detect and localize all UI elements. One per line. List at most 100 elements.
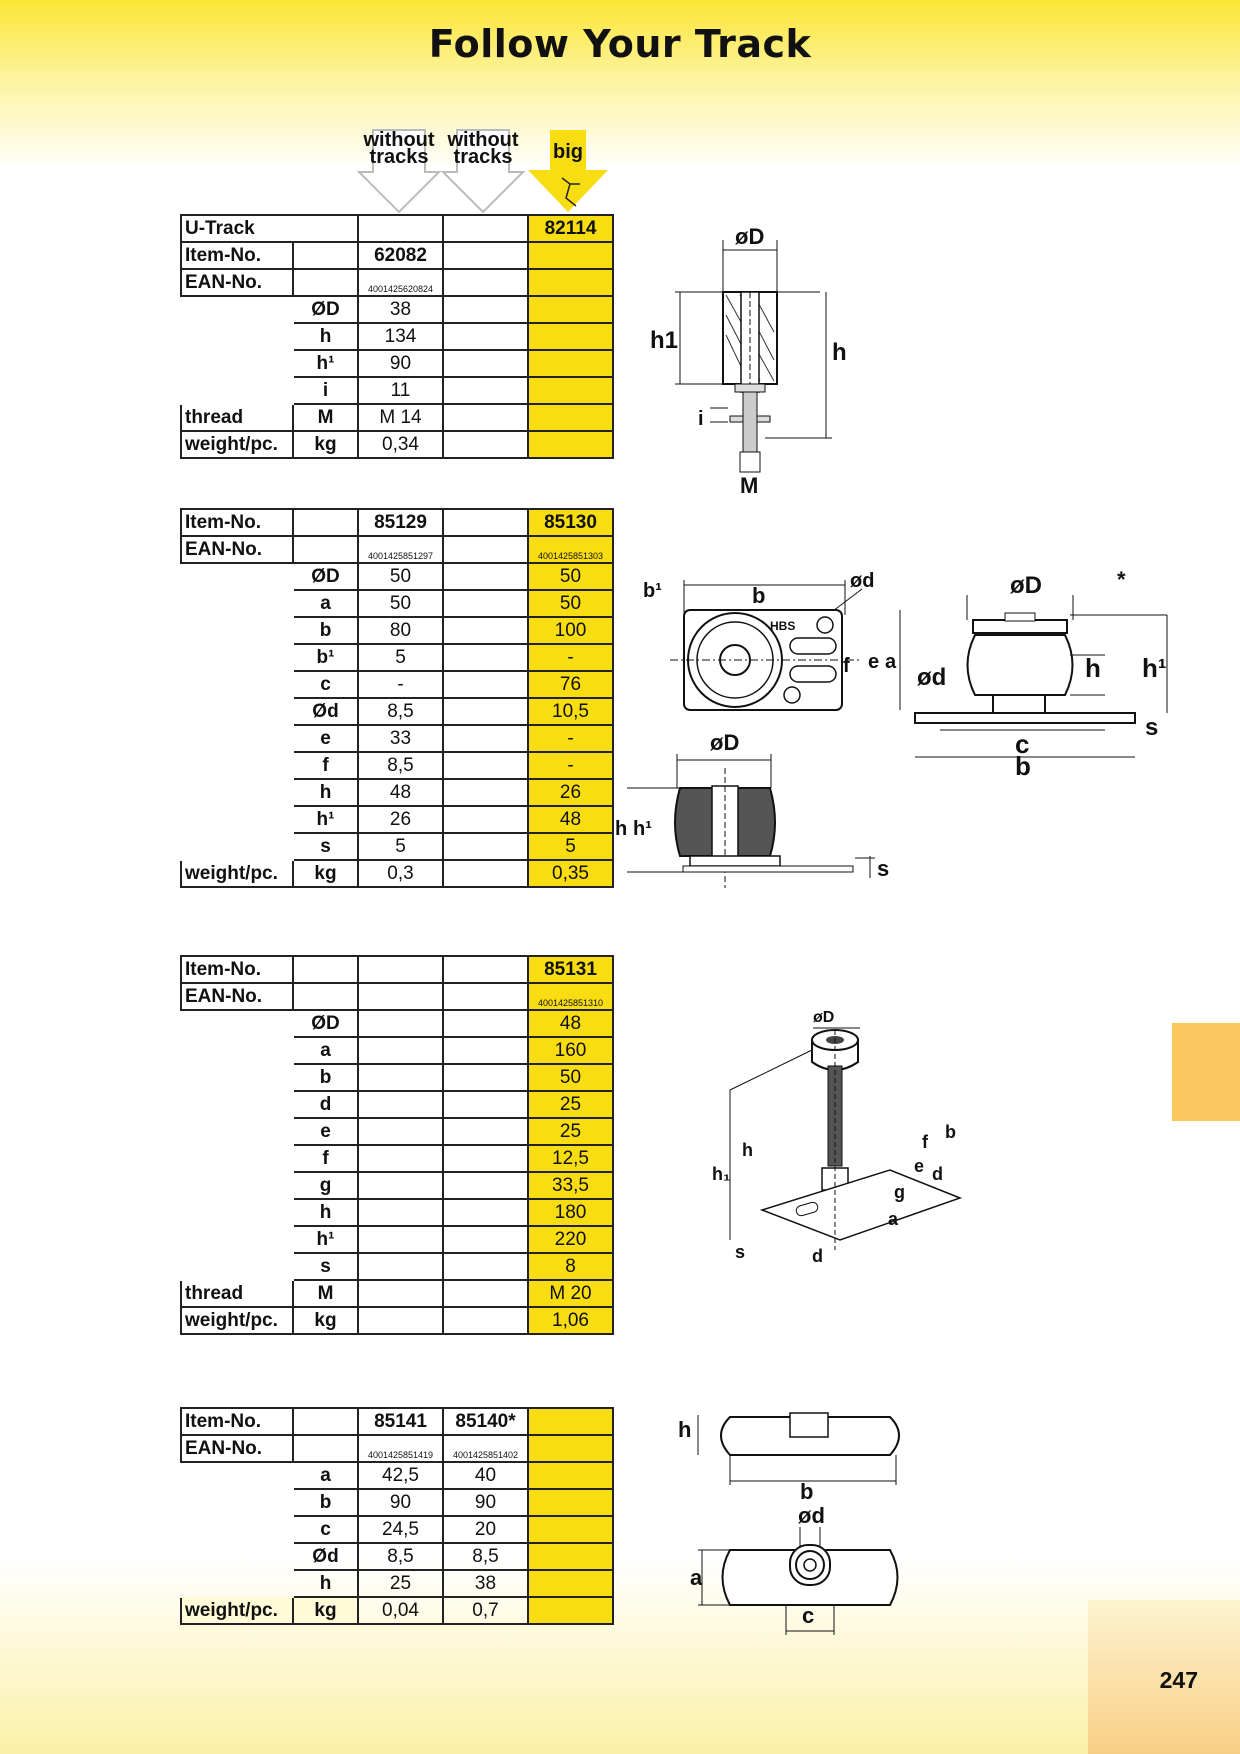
cell-value: 5 [357, 643, 444, 672]
cell-value: 12,5 [527, 1144, 614, 1173]
row-unit: h¹ [292, 805, 359, 834]
row-unit [292, 508, 359, 537]
column-header-label: without [363, 129, 435, 151]
dimension-label: øD [735, 224, 764, 249]
dimension-label: øD [710, 730, 739, 755]
row-label [181, 1145, 293, 1172]
cell-value [442, 724, 529, 753]
cell-value [357, 1279, 444, 1308]
cell-value [442, 643, 529, 672]
row-label [181, 1118, 293, 1145]
table-row: Item-No.62082 [180, 241, 614, 270]
dimension-label: e [868, 651, 879, 673]
row-unit: b [292, 1063, 359, 1092]
dimension-label: e [914, 1156, 924, 1176]
cell-value: 0,3 [357, 859, 444, 888]
cell-value [527, 1407, 614, 1436]
cell-value [442, 508, 529, 537]
row-label: weight/pc. [180, 859, 294, 888]
dimension-label: d [932, 1164, 943, 1184]
small-foot-drawing: h b ød a c [678, 1412, 900, 1635]
cell-value: 38 [442, 1569, 529, 1598]
row-unit: h¹ [292, 1225, 359, 1254]
cell-value [527, 1596, 614, 1625]
cell-value [527, 430, 614, 459]
dimension-label: s [1145, 714, 1158, 741]
row-label: EAN-No. [180, 1434, 294, 1463]
cell-value: M 20 [527, 1279, 614, 1308]
row-label [181, 1253, 293, 1280]
cell-value: 180 [527, 1198, 614, 1227]
row-unit: b¹ [292, 643, 359, 672]
cell-value [442, 241, 529, 270]
dimension-label: h [678, 1417, 691, 1442]
cell-value: 82114 [527, 214, 614, 243]
row-unit: Ød [292, 697, 359, 726]
column-header-label: without [447, 129, 519, 151]
row-unit: kg [292, 859, 359, 888]
row-unit: Ød [292, 1542, 359, 1571]
row-label [181, 296, 293, 323]
row-unit: c [292, 670, 359, 699]
cell-value [442, 322, 529, 351]
column-header-label: big [553, 141, 583, 163]
cell-value: 90 [357, 1488, 444, 1517]
row-unit [292, 955, 359, 984]
cell-value: 5 [527, 832, 614, 861]
row-unit: h [292, 778, 359, 807]
row-label [181, 698, 293, 725]
cell-value [442, 1009, 529, 1038]
cell-value [442, 670, 529, 699]
cell-value [527, 322, 614, 351]
cell-value: 25 [527, 1090, 614, 1119]
dimension-label: f [843, 655, 850, 677]
dimension-label: b¹ [643, 580, 662, 602]
row-unit: d [292, 1090, 359, 1119]
row-unit: h [292, 322, 359, 351]
cell-value [442, 1279, 529, 1308]
cell-value [442, 778, 529, 807]
dimension-label: s [735, 1242, 745, 1262]
row-unit [292, 535, 359, 564]
cell-value: 85131 [527, 955, 614, 984]
row-label [181, 752, 293, 779]
row-unit: e [292, 1117, 359, 1146]
dimension-label: b [945, 1122, 956, 1142]
cell-value: 8,5 [357, 697, 444, 726]
cell-value [442, 1144, 529, 1173]
cell-value [527, 1488, 614, 1517]
dimension-label: h [615, 818, 627, 840]
cell-value: 24,5 [357, 1515, 444, 1544]
cell-value: 50 [357, 589, 444, 618]
cell-value [357, 1225, 444, 1254]
row-unit: i [292, 376, 359, 405]
cell-value [357, 1036, 444, 1065]
row-label: U-Track [180, 214, 359, 243]
dimension-label: a [885, 651, 897, 673]
row-label [181, 671, 293, 698]
row-label [181, 833, 293, 860]
row-unit: h¹ [292, 349, 359, 378]
cell-value: 0,04 [357, 1596, 444, 1625]
cell-value [527, 295, 614, 324]
dimension-label: h¹ [1142, 653, 1167, 683]
cell-value: 8,5 [357, 751, 444, 780]
row-label: Item-No. [180, 241, 294, 270]
cell-value: 40 [442, 1461, 529, 1490]
row-label: weight/pc. [180, 1596, 294, 1625]
cell-value: 48 [527, 805, 614, 834]
dimension-label: g [894, 1182, 905, 1202]
cell-value [442, 403, 529, 432]
cell-value [442, 982, 529, 1011]
